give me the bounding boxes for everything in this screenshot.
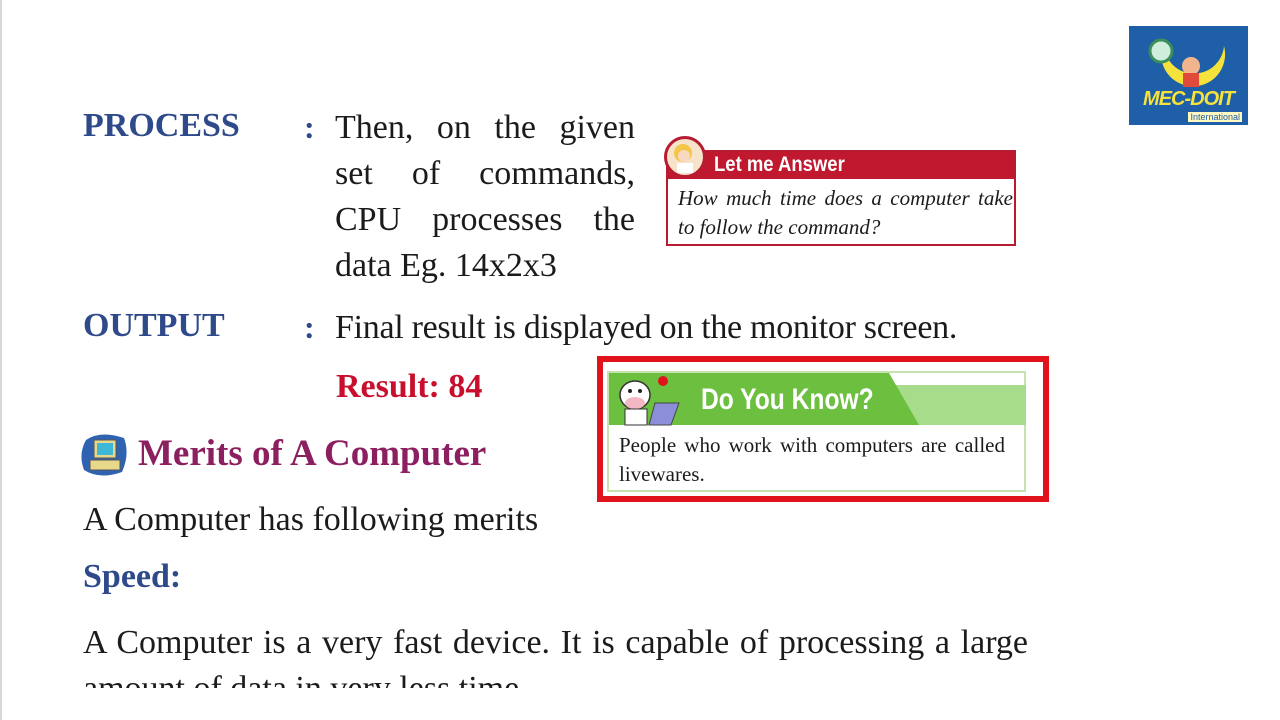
do-you-know-title: Do You Know? [701, 383, 874, 416]
do-you-know-box: Do You Know? People who work with comput… [607, 371, 1026, 492]
let-me-answer-title: Let me Answer [714, 153, 845, 176]
process-line: set of commands, [335, 155, 635, 192]
moon-mascot-icon [1148, 38, 1226, 87]
process-line: data Eg. 14x2x3 [335, 247, 557, 284]
computer-icon [80, 432, 130, 478]
let-me-answer-box: Let me Answer How much time does a compu… [664, 136, 1016, 246]
let-me-answer-question: How much time does a computer take to fo… [678, 186, 1013, 239]
girl-avatar-icon [664, 136, 706, 178]
merits-intro: A Computer has following merits [83, 501, 539, 538]
speed-heading: Speed: [83, 558, 182, 595]
logo-subtext: International [1188, 112, 1242, 122]
output-text: Final result is displayed on the monitor… [335, 309, 958, 346]
process-line: Then, on the given [335, 109, 635, 146]
result-text: Result: 84 [336, 368, 483, 405]
process-line: CPU processes the [335, 201, 635, 238]
logo-text: MEC-DOIT [1143, 88, 1235, 110]
speed-paragraph-clip: A Computer is a very fast device. It is … [83, 620, 1028, 688]
mec-doit-logo: MEC-DOIT International [1129, 26, 1248, 125]
do-you-know-text: People who work with computers are calle… [619, 433, 1005, 486]
process-colon: : [304, 109, 315, 145]
merits-heading: Merits of A Computer [138, 433, 487, 474]
output-colon: : [304, 309, 315, 345]
let-me-answer-header: Let me Answer [668, 152, 1014, 179]
process-text: Then, on the given set of commands, CPU … [335, 105, 635, 289]
cow-laptop-icon [619, 376, 680, 426]
output-label: OUTPUT [83, 307, 225, 344]
speed-paragraph: A Computer is a very fast device. It is … [83, 624, 1028, 688]
process-label: PROCESS [83, 107, 240, 144]
page-edge [0, 0, 2, 720]
do-you-know-frame [597, 356, 1049, 502]
